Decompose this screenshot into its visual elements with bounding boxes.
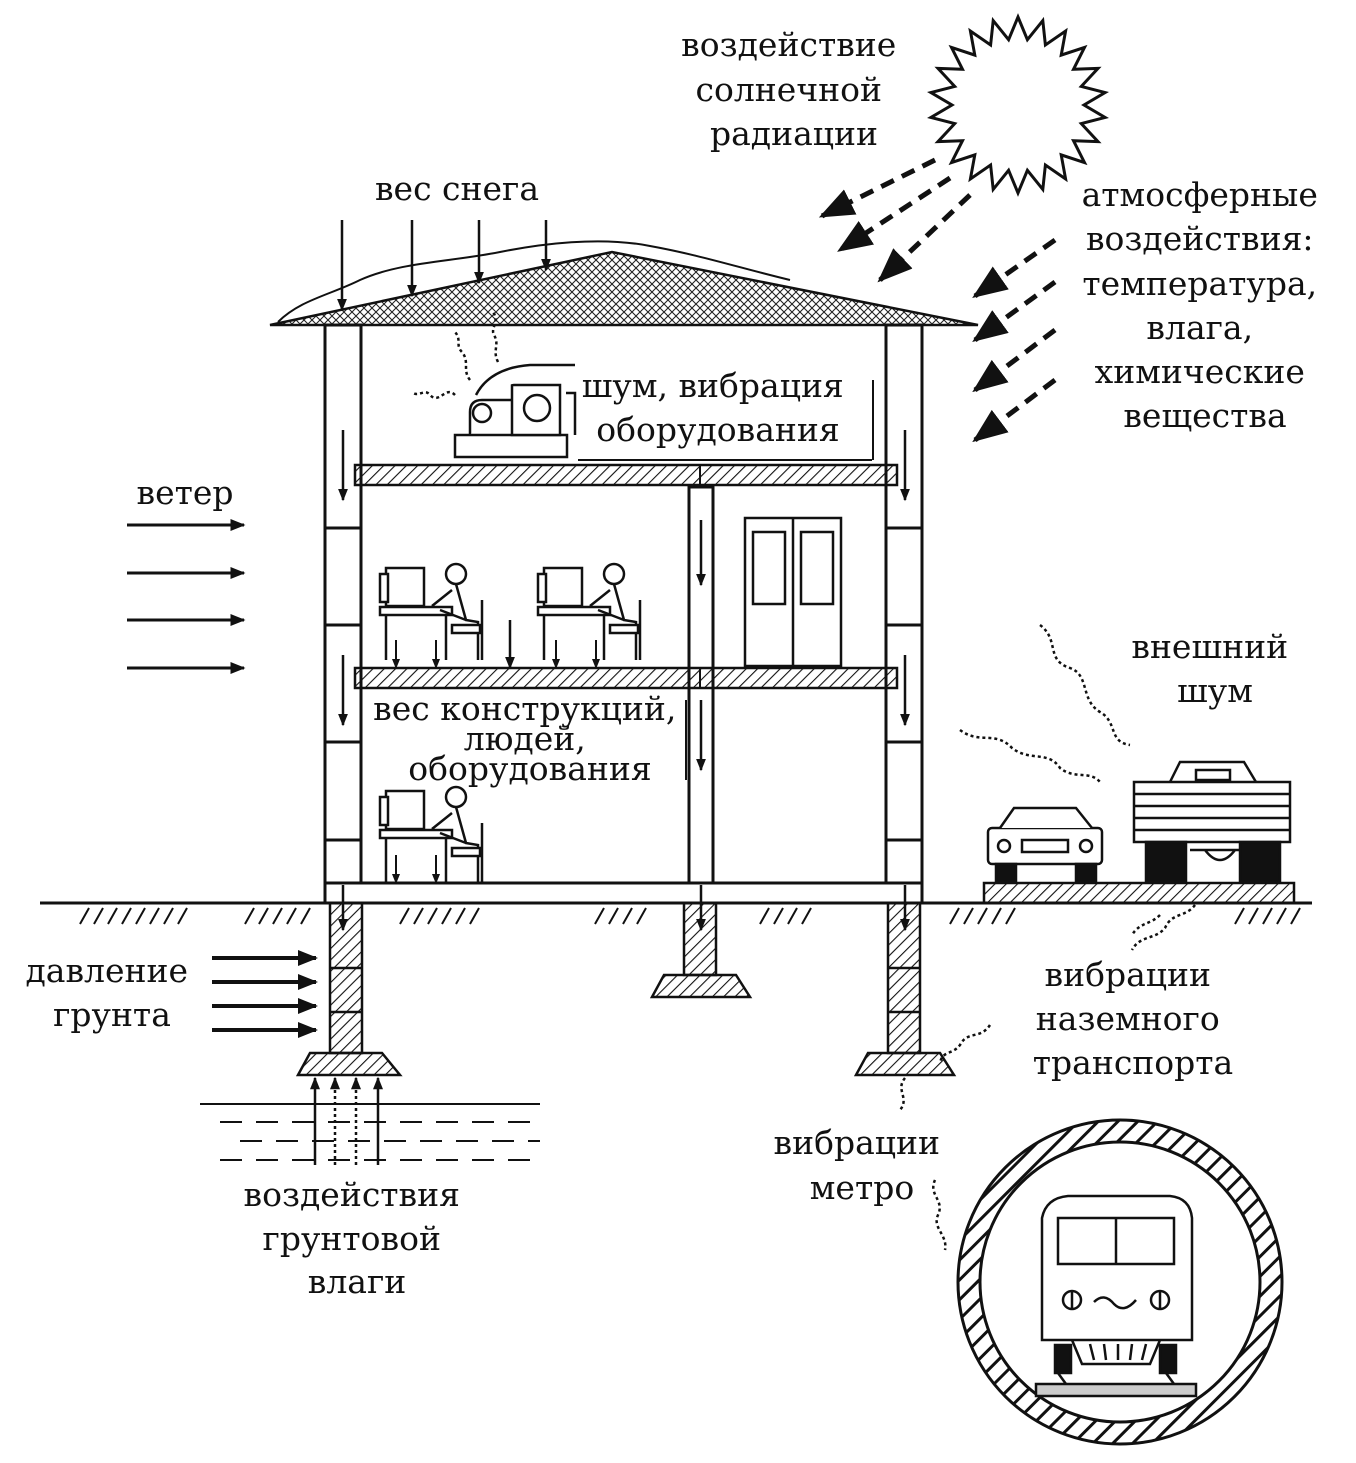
workstation-1 [378, 562, 484, 660]
attic-slab [353, 463, 899, 487]
atmospheric-arrows [972, 237, 1057, 443]
label-soil-pressure: давление грунта [25, 951, 198, 1034]
ground-hatch-ticks [79, 907, 1301, 925]
door-icon [743, 516, 843, 668]
metro-vibration-waves [932, 1179, 947, 1251]
metro-train-icon [1034, 1194, 1198, 1398]
car-icon [986, 806, 1104, 884]
groundwater-arrows [310, 1076, 383, 1165]
label-atmospheric-effects: атмосферные воздействия: температура, вл… [1082, 175, 1329, 435]
attic-equipment-icon [453, 363, 577, 459]
label-ground-transport-vibration: вибрации наземного транспорта [1033, 955, 1233, 1082]
middle-slab [353, 666, 899, 690]
equipment-noise-waves [411, 311, 500, 400]
left-foundation [295, 901, 403, 1077]
workstation-2 [536, 562, 642, 660]
sun-icon [927, 13, 1109, 197]
label-external-noise: внешний шум [1131, 627, 1298, 710]
desk-load-arrows [392, 640, 600, 669]
road [982, 881, 1296, 905]
label-snow-weight: вес снега [375, 169, 539, 208]
label-structure-weight: вес конструкций, людей, оборудования [373, 689, 687, 788]
groundwater-lines [200, 1103, 540, 1161]
ground-transport-vibration-waves [898, 904, 1196, 1111]
label-metro-vibration: вибрации метро [774, 1123, 951, 1207]
solar-rays [818, 157, 972, 283]
left-wall [323, 323, 363, 887]
label-wind: ветер [136, 473, 233, 512]
ground-slab [323, 881, 924, 905]
right-foundation [853, 901, 957, 1077]
center-foundation [649, 901, 753, 999]
snow-weight-arrows [337, 220, 551, 312]
soil-pressure-arrows [212, 950, 318, 1038]
workstation-3 [378, 785, 484, 883]
snow-layer [277, 240, 791, 323]
wind-arrows [127, 519, 246, 674]
roof [269, 250, 979, 327]
label-groundwater: воздействия грунтовой влаги [244, 1175, 471, 1301]
external-noise-waves [959, 624, 1131, 783]
right-wall [884, 323, 924, 887]
label-solar-radiation: воздействие солнечной радиации [681, 25, 907, 153]
truck-icon [1132, 760, 1292, 884]
label-equipment-noise: шум, вибрация оборудования [582, 366, 855, 449]
